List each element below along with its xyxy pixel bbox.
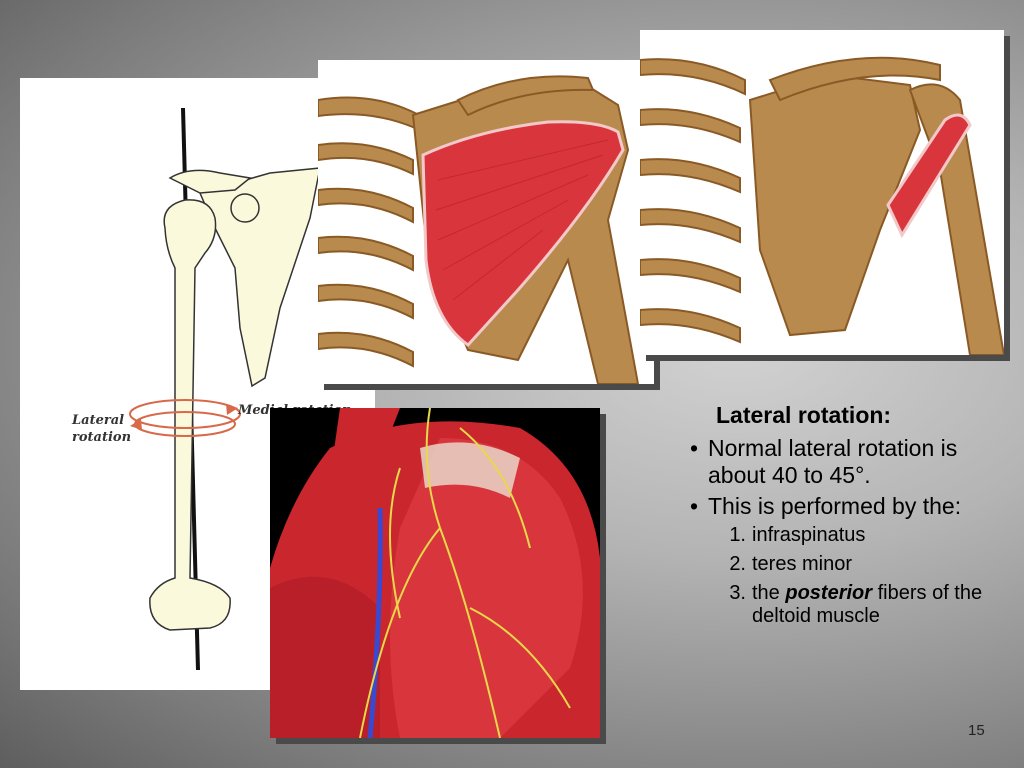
item-number: 2. (729, 553, 746, 575)
item-number: 1. (729, 524, 746, 546)
humerus-illustration (129, 107, 321, 671)
bullet-item: • Normal lateral rotation is about 40 to… (656, 435, 1006, 489)
item-number: 3. (729, 582, 746, 604)
item-text: infraspinatus (752, 524, 866, 546)
subscapularis-image (318, 60, 654, 384)
lateral-rotation-label: Lateral rotation (72, 413, 132, 445)
item-text: teres minor (752, 553, 853, 575)
bullet-text: This is performed by the: (708, 493, 962, 519)
numbered-item: 2. teres minor (656, 553, 1006, 576)
slide-text: Lateral rotation: • Normal lateral rotat… (656, 402, 1006, 634)
numbered-item: 1. infraspinatus (656, 524, 1006, 547)
humerus-rotation-diagram: Lateral rotation Medial rotation (20, 78, 375, 690)
deltoid-image (270, 408, 600, 738)
bullet-item: • This is performed by the: (656, 493, 1006, 520)
item-text-post: fibers of the deltoid muscle (752, 582, 983, 627)
slide-heading: Lateral rotation: (716, 402, 892, 428)
slide-number: 15 (968, 722, 985, 739)
item-text: the posterior fibers of the deltoid musc… (752, 582, 992, 628)
bullet-dot: • (689, 435, 698, 461)
numbered-item: 3. the posterior fibers of the deltoid m… (656, 582, 1006, 628)
item-text-pre: the (752, 582, 786, 604)
teres-minor-illustration (640, 30, 1004, 355)
item-text-emphasis: posterior (785, 582, 873, 604)
deltoid-illustration (270, 408, 600, 738)
numbered-list: 1. infraspinatus 2. teres minor 3. the p… (656, 524, 1006, 628)
bullet-text: Normal lateral rotation is about 40 to 4… (708, 435, 958, 488)
teres-minor-image (640, 30, 1004, 355)
bullet-dot: • (689, 493, 698, 519)
subscapularis-illustration (318, 60, 654, 384)
